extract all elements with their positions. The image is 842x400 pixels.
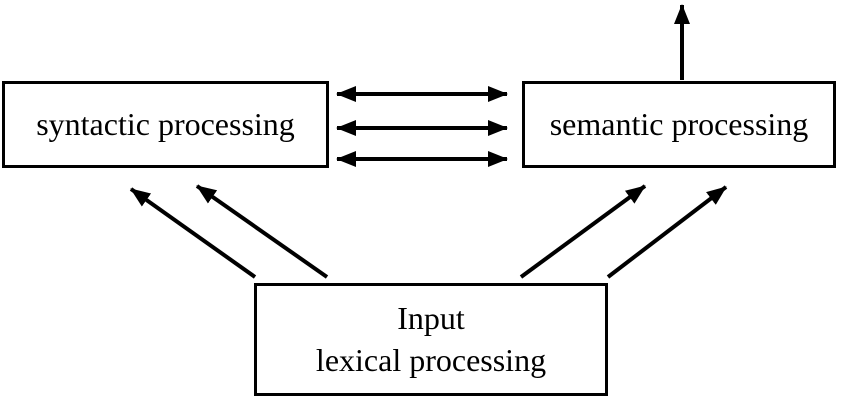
node-syntactic-processing: syntactic processing xyxy=(2,81,329,168)
arrow-lexical-to-syntactic-1 xyxy=(129,187,257,279)
node-lexical-label-line2: lexical processing xyxy=(315,341,547,378)
node-semantic-label: semantic processing xyxy=(549,105,809,142)
arrow-lexical-to-semantic-1 xyxy=(519,184,647,279)
node-lexical-label-line1: Input xyxy=(397,299,465,336)
node-syntactic-label: syntactic processing xyxy=(36,105,295,142)
arrow-lexical-to-syntactic-2 xyxy=(195,184,329,279)
arrow-lexical-to-semantic-2 xyxy=(606,185,728,279)
node-semantic-processing: semantic processing xyxy=(522,81,836,168)
node-input-lexical-processing: Input lexical processing xyxy=(254,283,608,396)
